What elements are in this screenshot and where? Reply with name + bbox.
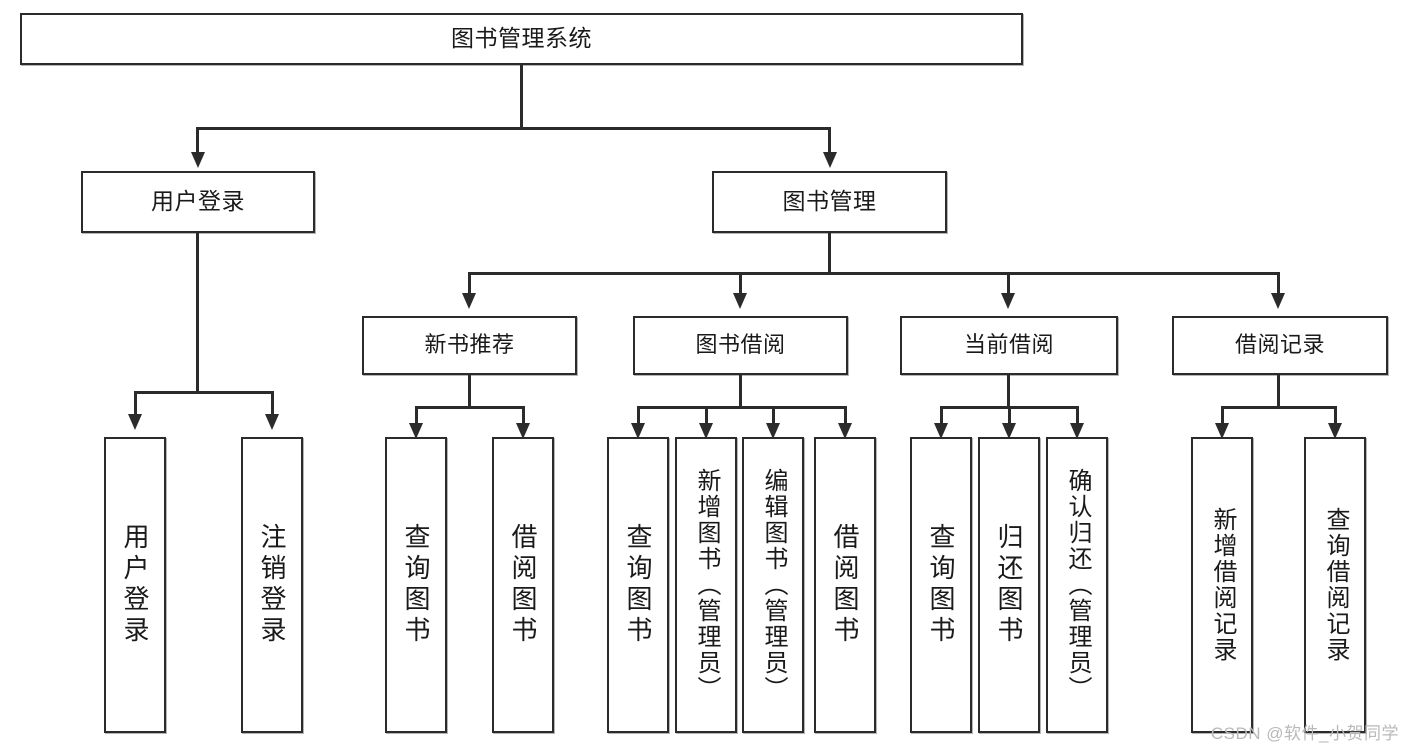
connector-drop-new-book bbox=[468, 272, 471, 296]
connector-drop-nb-1 bbox=[415, 406, 418, 428]
node-label: 查询图书 bbox=[623, 523, 653, 647]
node-label: 图书管理 bbox=[782, 188, 877, 215]
connector-drop-cb-1 bbox=[940, 406, 943, 428]
connector-borrow-records-stem bbox=[1277, 375, 1280, 408]
connector-borrow-records-bus bbox=[1221, 406, 1337, 409]
connector-level2-bus bbox=[196, 127, 831, 130]
leaf-borrow-query-books[interactable]: 查询图书 bbox=[607, 437, 669, 733]
connector-book-borrow-bus bbox=[637, 406, 847, 409]
leaf-borrow-add-book-admin[interactable]: 新增图书（管理员） bbox=[675, 437, 737, 733]
arrowhead-bb-4 bbox=[838, 423, 852, 439]
connector-level3-bus bbox=[468, 272, 1280, 275]
arrowhead-new-book bbox=[462, 293, 476, 309]
node-label: 确认归还（管理员） bbox=[1064, 468, 1091, 702]
node-label: 查询图书 bbox=[926, 523, 956, 647]
leaf-newbook-query-books[interactable]: 查询图书 bbox=[385, 437, 447, 733]
node-label: 新增图书（管理员） bbox=[693, 468, 720, 702]
node-label: 借阅图书 bbox=[830, 523, 860, 647]
node-book-borrow[interactable]: 图书借阅 bbox=[633, 316, 848, 375]
node-label: 注销登录 bbox=[257, 523, 287, 647]
leaf-current-confirm-return-admin[interactable]: 确认归还（管理员） bbox=[1046, 437, 1108, 733]
leaf-records-add-record[interactable]: 新增借阅记录 bbox=[1191, 437, 1253, 733]
connector-drop-leaf-logout bbox=[271, 391, 274, 417]
node-user-login[interactable]: 用户登录 bbox=[81, 171, 315, 233]
connector-drop-borrow-records bbox=[1277, 272, 1280, 296]
leaf-newbook-borrow-books[interactable]: 借阅图书 bbox=[492, 437, 554, 733]
arrowhead-book-manage bbox=[823, 152, 837, 168]
leaf-current-return-books[interactable]: 归还图书 bbox=[978, 437, 1040, 733]
arrowhead-leaf-user-login bbox=[128, 414, 142, 430]
arrowhead-br-1 bbox=[1215, 423, 1229, 439]
connector-drop-leaf-user-login bbox=[134, 391, 137, 417]
connector-drop-book-manage bbox=[828, 127, 831, 155]
connector-root-stem bbox=[520, 65, 523, 129]
connector-drop-bb-2 bbox=[705, 406, 708, 428]
node-label: 查询图书 bbox=[401, 523, 431, 647]
arrowhead-br-2 bbox=[1328, 423, 1342, 439]
connector-drop-current-borrow bbox=[1007, 272, 1010, 296]
node-label: 图书借阅 bbox=[695, 332, 786, 358]
arrowhead-cb-2 bbox=[1002, 423, 1016, 439]
connector-current-borrow-stem bbox=[1007, 375, 1010, 408]
connector-book-borrow-stem bbox=[739, 375, 742, 408]
node-root-system[interactable]: 图书管理系统 bbox=[20, 13, 1023, 65]
leaf-borrow-edit-book-admin[interactable]: 编辑图书（管理员） bbox=[742, 437, 804, 733]
connector-drop-cb-2 bbox=[1008, 406, 1011, 428]
arrowhead-book-borrow bbox=[733, 293, 747, 309]
node-book-management[interactable]: 图书管理 bbox=[712, 171, 947, 233]
node-label: 用户登录 bbox=[151, 188, 245, 215]
node-label: 借阅图书 bbox=[508, 523, 538, 647]
arrowhead-bb-2 bbox=[699, 423, 713, 439]
connector-drop-user-login bbox=[196, 127, 199, 155]
arrowhead-user-login bbox=[191, 152, 205, 168]
node-borrow-records[interactable]: 借阅记录 bbox=[1172, 316, 1388, 375]
arrowhead-nb-2 bbox=[516, 423, 530, 439]
node-label: 查询借阅记录 bbox=[1322, 507, 1349, 663]
arrowhead-borrow-records bbox=[1271, 293, 1285, 309]
node-label: 归还图书 bbox=[994, 523, 1024, 647]
arrowhead-leaf-logout bbox=[265, 414, 279, 430]
connector-drop-bb-1 bbox=[637, 406, 640, 428]
connector-book-manage-stem bbox=[828, 233, 831, 274]
connector-new-book-stem bbox=[468, 375, 471, 408]
arrowhead-nb-1 bbox=[409, 423, 423, 439]
arrowhead-cb-3 bbox=[1070, 423, 1084, 439]
node-label: 当前借阅 bbox=[963, 332, 1054, 358]
connector-drop-bb-3 bbox=[772, 406, 775, 428]
connector-drop-nb-2 bbox=[522, 406, 525, 428]
node-label: 新书推荐 bbox=[424, 332, 515, 358]
node-label: 借阅记录 bbox=[1234, 332, 1325, 358]
connector-drop-bb-4 bbox=[844, 406, 847, 428]
connector-drop-cb-3 bbox=[1076, 406, 1079, 428]
connector-new-book-bus bbox=[415, 406, 525, 409]
arrowhead-bb-3 bbox=[766, 423, 780, 439]
connector-user-login-bus bbox=[134, 391, 274, 394]
leaf-borrow-borrow-books[interactable]: 借阅图书 bbox=[814, 437, 876, 733]
node-label: 图书管理系统 bbox=[451, 25, 592, 52]
node-label: 编辑图书（管理员） bbox=[760, 468, 787, 702]
arrowhead-current-borrow bbox=[1001, 293, 1015, 309]
leaf-logout[interactable]: 注销登录 bbox=[241, 437, 303, 733]
connector-drop-br-2 bbox=[1334, 406, 1337, 428]
connector-drop-br-1 bbox=[1221, 406, 1224, 428]
arrowhead-cb-1 bbox=[934, 423, 948, 439]
node-new-book-recommend[interactable]: 新书推荐 bbox=[362, 316, 577, 375]
leaf-user-login[interactable]: 用户登录 bbox=[104, 437, 166, 733]
connector-drop-book-borrow bbox=[739, 272, 742, 296]
node-current-borrow[interactable]: 当前借阅 bbox=[900, 316, 1118, 375]
connector-user-login-stem bbox=[196, 233, 199, 393]
leaf-records-query-record[interactable]: 查询借阅记录 bbox=[1304, 437, 1366, 733]
node-label: 用户登录 bbox=[120, 523, 150, 647]
leaf-current-query-books[interactable]: 查询图书 bbox=[910, 437, 972, 733]
arrowhead-bb-1 bbox=[631, 423, 645, 439]
node-label: 新增借阅记录 bbox=[1209, 507, 1236, 663]
